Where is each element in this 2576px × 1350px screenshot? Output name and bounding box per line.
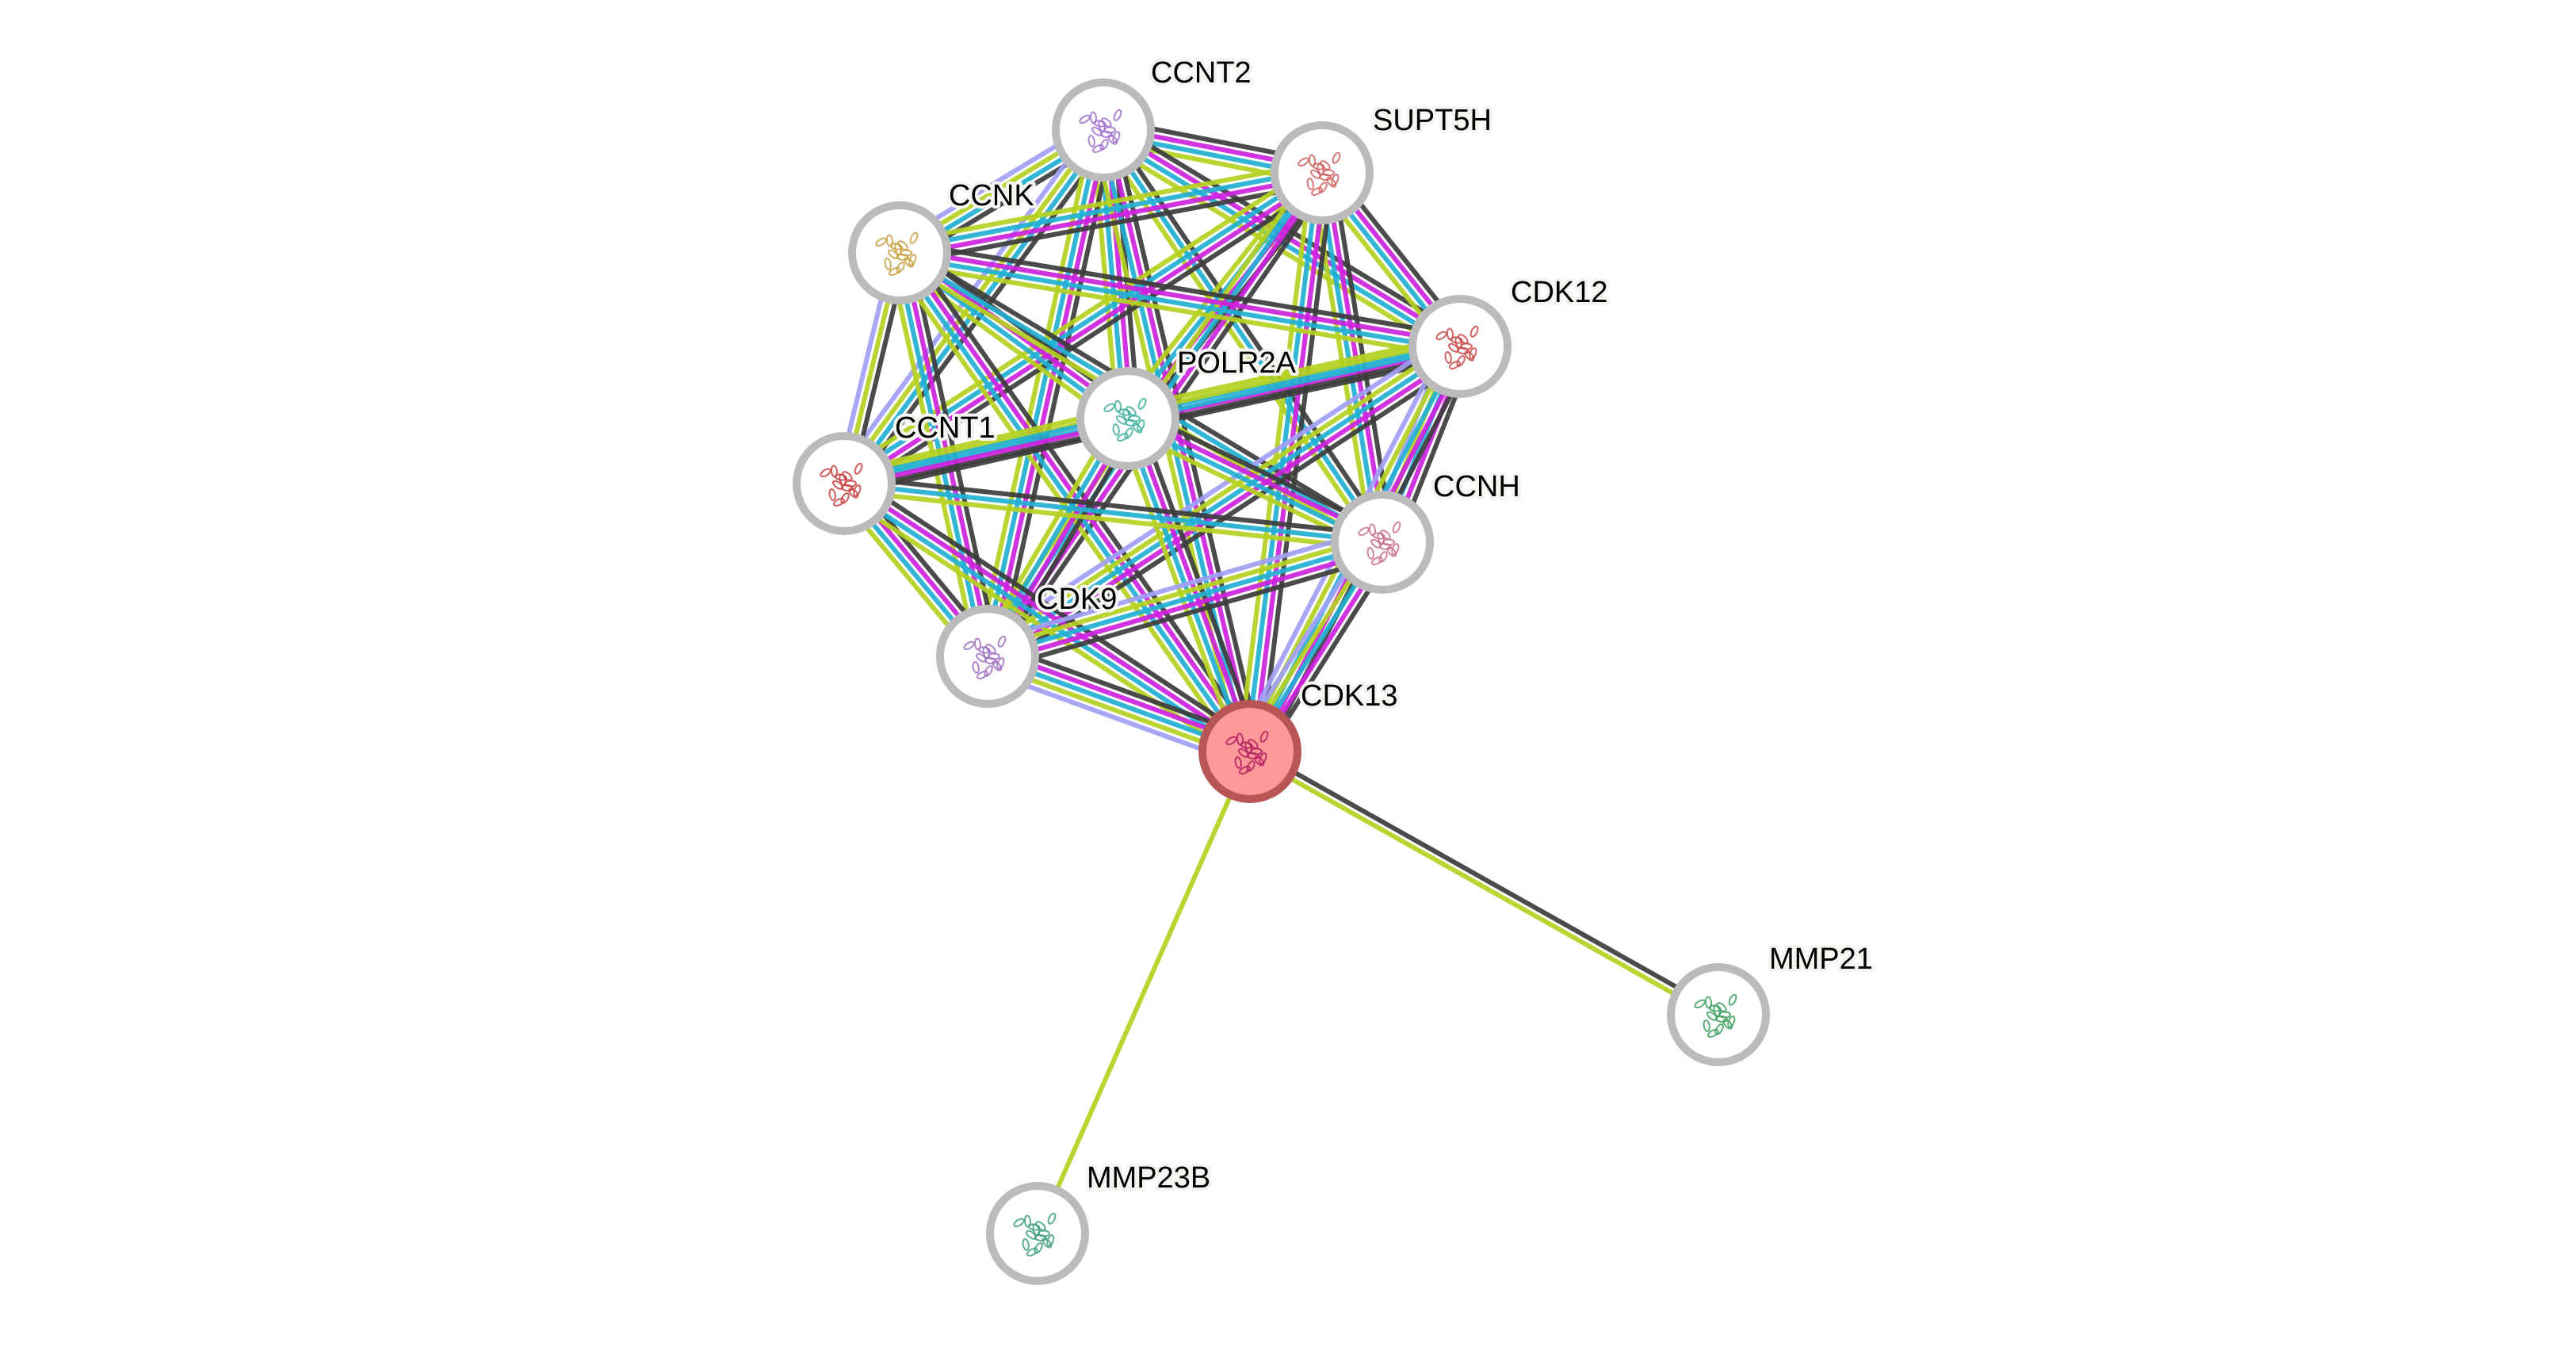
evidence-line-coexpression xyxy=(991,553,1387,673)
node-cdk9[interactable] xyxy=(936,605,1039,708)
node-mmp21[interactable] xyxy=(1667,963,1770,1066)
node-label[interactable]: CCNT2 xyxy=(1148,53,1255,93)
node-label[interactable]: CDK13 xyxy=(1298,676,1401,716)
edge-ccnk-cdk12[interactable] xyxy=(897,239,1462,360)
node-label[interactable]: POLR2A xyxy=(1174,343,1300,383)
evidence-line-homology xyxy=(983,526,1379,645)
evidence-line-textmining xyxy=(897,261,1459,360)
evidence-line-experiments xyxy=(844,174,1326,489)
edge-ccnh-cdk9[interactable] xyxy=(983,526,1387,673)
protein-structure-icon xyxy=(1298,151,1341,196)
evidence-line-coexpression xyxy=(1111,127,1263,750)
evidence-line-databases xyxy=(986,344,1462,659)
node-label[interactable]: CCNH xyxy=(1430,467,1523,507)
protein-structure-icon xyxy=(1225,730,1269,774)
node-mmp23b[interactable] xyxy=(986,1182,1089,1285)
evidence-line-databases xyxy=(898,254,1460,353)
evidence-line-textmining xyxy=(1035,750,1252,1235)
evidence-line-databases xyxy=(898,166,1322,252)
evidence-line-coexpression xyxy=(906,245,1261,747)
protein-structure-icon xyxy=(1435,325,1479,369)
node-ccnt2[interactable] xyxy=(1052,78,1155,182)
evidence-line-coexpression xyxy=(848,472,1258,745)
evidence-line-textmining xyxy=(896,159,1321,245)
evidence-line-experiments xyxy=(1251,173,1328,752)
evidence-line-textmining xyxy=(984,533,1382,652)
node-polr2a[interactable] xyxy=(1076,367,1179,470)
nodes-layer xyxy=(793,78,1770,1285)
evidence-line-textmining xyxy=(1125,333,1458,411)
protein-structure-icon xyxy=(1079,109,1122,153)
edge-cdk13-mmp21[interactable] xyxy=(1247,746,1722,1020)
node-ccnk[interactable] xyxy=(848,201,951,304)
edge-supt5h-ccnk[interactable] xyxy=(896,159,1325,266)
evidence-line-experiments xyxy=(988,546,1385,666)
evidence-line-databases xyxy=(843,481,1383,545)
node-label[interactable]: CCNK xyxy=(946,176,1038,216)
node-label[interactable]: SUPT5H xyxy=(1370,101,1495,140)
evidence-line-experiments xyxy=(844,478,1254,751)
protein-structure-icon xyxy=(1103,397,1147,442)
node-supt5h[interactable] xyxy=(1271,121,1374,224)
evidence-line-databases xyxy=(1101,128,1385,544)
evidence-line-coexpression xyxy=(900,181,1325,266)
node-ccnt1[interactable] xyxy=(793,432,896,535)
evidence-line-coexpression xyxy=(1250,746,1722,1014)
evidence-line-textmining xyxy=(837,162,1318,477)
node-cdk12[interactable] xyxy=(1408,295,1512,398)
evidence-line-coexpression xyxy=(844,474,1384,538)
evidence-line-experiments xyxy=(900,247,1462,346)
evidence-line-textmining xyxy=(843,488,1382,552)
evidence-line-databases xyxy=(987,540,1383,659)
protein-structure-icon xyxy=(875,231,919,276)
protein-structure-icon xyxy=(963,635,1007,679)
evidence-line-homology xyxy=(978,332,1454,647)
node-label[interactable]: MMP23B xyxy=(1084,1158,1213,1198)
protein-structure-icon xyxy=(1694,993,1737,1038)
evidence-line-databases xyxy=(840,167,1322,483)
edge-cdk12-cdk9[interactable] xyxy=(978,332,1470,671)
edge-supt5h-ccnt1[interactable] xyxy=(837,162,1329,495)
evidence-line-textmining xyxy=(1118,164,1316,414)
node-label[interactable]: CCNT1 xyxy=(892,408,999,448)
evidence-line-textmining xyxy=(982,338,1458,652)
evidence-line-experiments xyxy=(900,174,1324,259)
evidence-line-textmining xyxy=(1115,421,1243,756)
evidence-line-experiments xyxy=(990,350,1466,665)
protein-structure-icon xyxy=(1358,521,1401,565)
evidence-line-textmining xyxy=(1247,752,1718,1020)
protein-structure-icon xyxy=(820,462,863,507)
node-label[interactable]: MMP21 xyxy=(1766,939,1876,979)
node-cdk13[interactable] xyxy=(1198,700,1301,803)
evidence-line-coexpression xyxy=(900,239,1462,338)
node-label[interactable]: CDK12 xyxy=(1508,273,1611,312)
edge-cdk13-mmp23b[interactable] xyxy=(1035,750,1252,1235)
edge-ccnt1-ccnh[interactable] xyxy=(843,474,1384,552)
protein-structure-icon xyxy=(1013,1212,1057,1256)
node-ccnh[interactable] xyxy=(1331,491,1434,594)
node-label[interactable]: CDK9 xyxy=(1034,579,1120,619)
